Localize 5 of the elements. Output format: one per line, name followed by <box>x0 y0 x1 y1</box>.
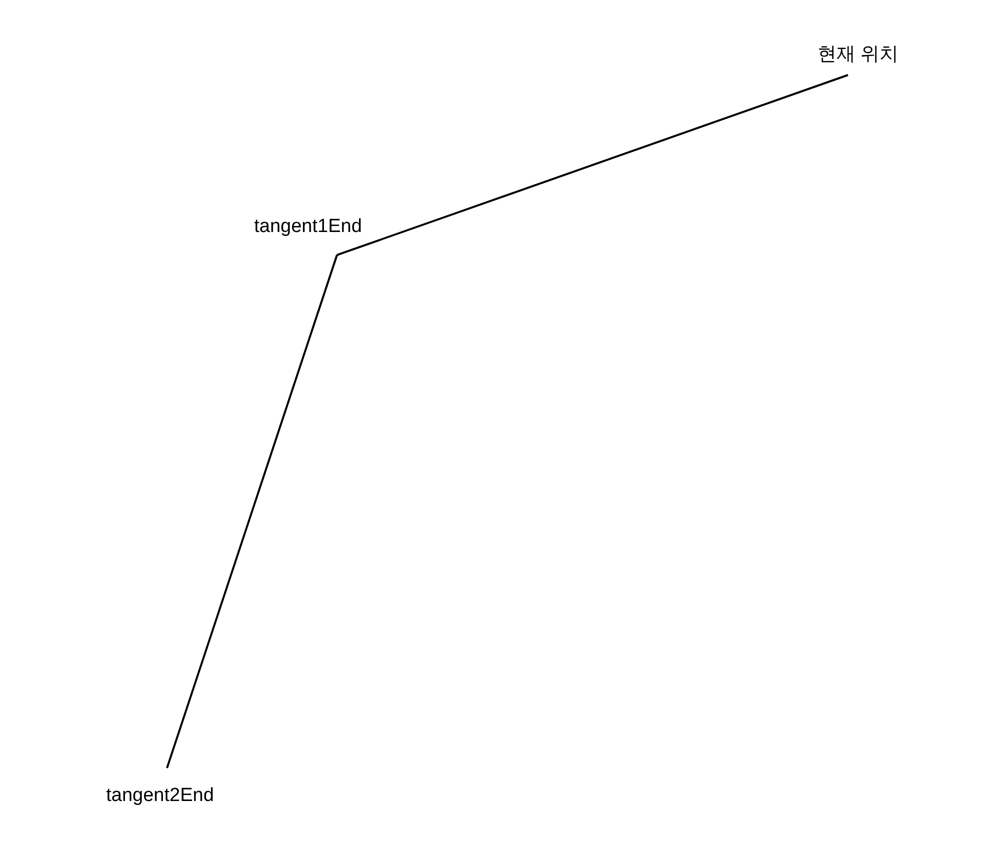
line-segment <box>166 254 338 768</box>
line-segment <box>336 74 848 256</box>
point-label: tangent1End <box>254 215 362 255</box>
point-label: 현재 위치 <box>817 43 899 75</box>
point-label: tangent2End <box>106 768 214 808</box>
